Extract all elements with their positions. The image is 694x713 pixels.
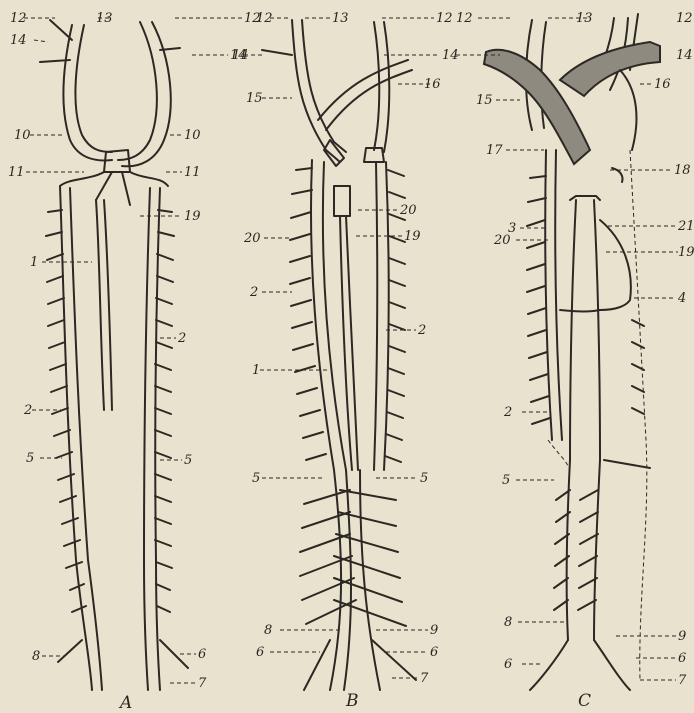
label: 6 [504, 657, 512, 672]
label: 5 [420, 471, 428, 486]
label: 8 [32, 649, 40, 664]
label: 12 [456, 11, 473, 26]
label: 20 [399, 203, 417, 218]
label: 2 [417, 323, 426, 338]
label: 10 [14, 128, 31, 143]
label: 5 [502, 473, 510, 488]
label: 9 [430, 623, 438, 638]
label: 7 [678, 673, 687, 688]
label: 15 [476, 93, 493, 108]
label: 14 [442, 48, 459, 63]
label: 12 [10, 11, 27, 26]
label: 20 [493, 233, 511, 248]
label: 6 [198, 647, 206, 662]
label: 8 [504, 615, 512, 630]
panel-a-caption: A [118, 693, 132, 713]
label: 12 [436, 11, 453, 26]
label: 18 [674, 163, 691, 178]
label: 15 [246, 91, 263, 106]
label: 6 [256, 645, 264, 660]
label: 2 [23, 403, 32, 418]
label: 2 [503, 405, 512, 420]
label: 4 [677, 291, 686, 306]
label: 9 [678, 629, 686, 644]
label: 21 [677, 219, 694, 234]
panel-b-caption: B [345, 691, 359, 711]
label: 6 [678, 651, 686, 666]
label: 1 [30, 255, 38, 270]
label: 8 [264, 623, 272, 638]
label: 19 [678, 245, 694, 260]
label: 2 [177, 331, 186, 346]
label: 12 [256, 11, 273, 26]
label: 17 [486, 143, 503, 158]
label: 10 [184, 128, 201, 143]
label: 5 [252, 471, 260, 486]
label: 13 [576, 11, 593, 26]
label: 5 [184, 453, 192, 468]
label: 16 [424, 77, 441, 92]
label: 7 [198, 676, 207, 691]
label: 14 [232, 48, 249, 63]
label: 19 [404, 229, 421, 244]
label: 6 [430, 645, 438, 660]
label: 5 [26, 451, 34, 466]
label: 20 [243, 231, 261, 246]
label: 1 [252, 363, 260, 378]
label: 13 [96, 11, 113, 26]
label: 7 [420, 671, 429, 686]
panel-c-caption: C [578, 691, 591, 711]
label: 19 [184, 209, 201, 224]
label: 11 [184, 165, 201, 180]
label: 14 [676, 48, 693, 63]
label: 14 [10, 33, 27, 48]
label: 11 [8, 165, 25, 180]
label: 13 [332, 11, 349, 26]
label: 12 [676, 11, 693, 26]
label: 2 [249, 285, 258, 300]
label: 16 [654, 77, 671, 92]
